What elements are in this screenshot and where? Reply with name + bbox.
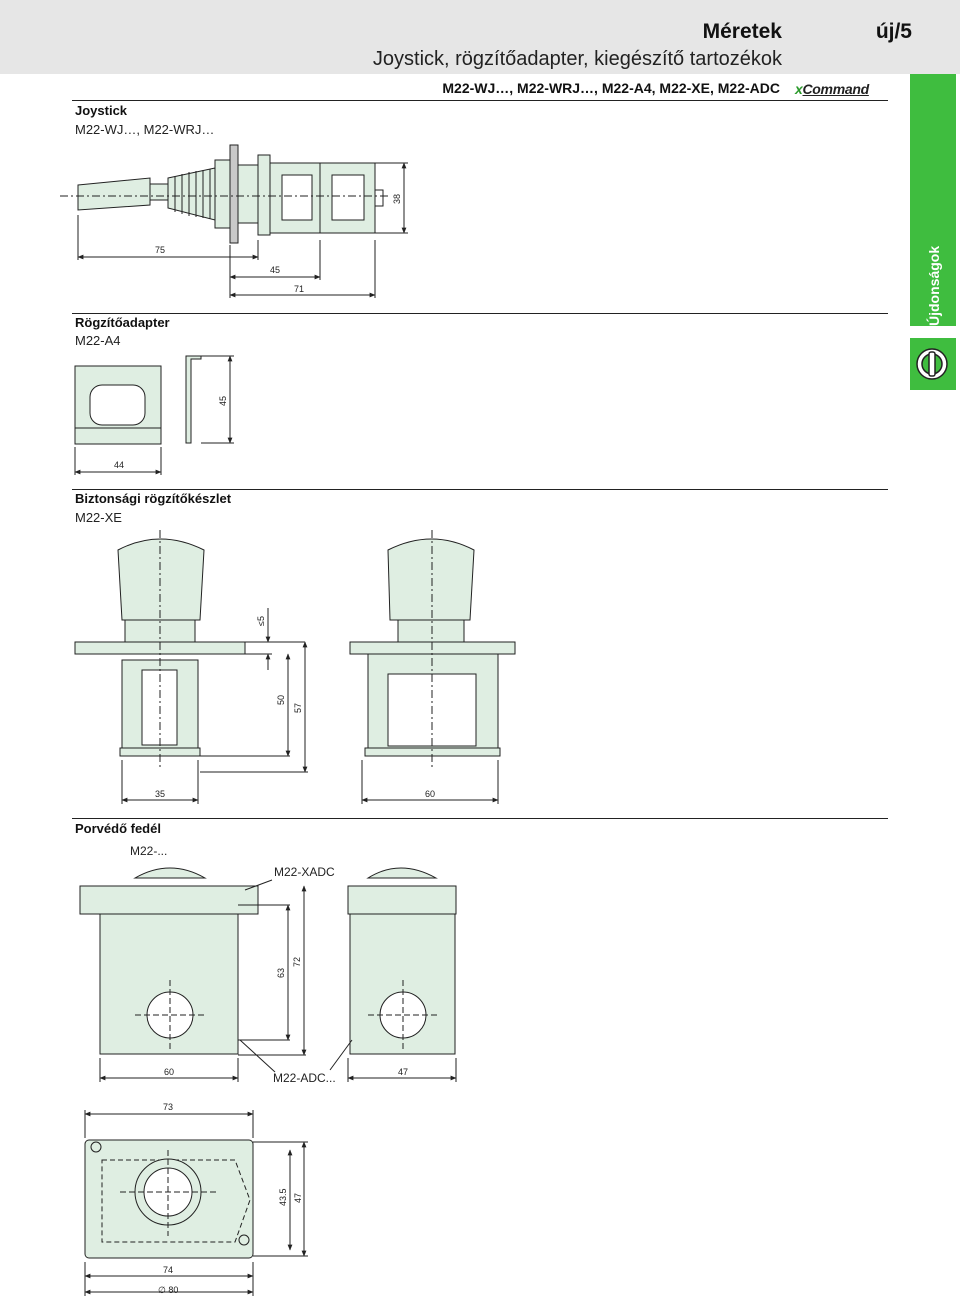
page-title: Méretek <box>702 20 782 43</box>
dim-joystick-75: 75 <box>155 245 165 255</box>
selector-switch-icon <box>910 338 956 390</box>
section-title-cover: Porvédő fedél <box>75 821 161 836</box>
product-codes: M22-WJ…, M22-WRJ…, M22-A4, M22-XE, M22-A… <box>442 80 780 96</box>
logo-command: Command <box>802 81 870 97</box>
safety-left-drawing <box>74 530 308 804</box>
dim-safety-60: 60 <box>425 789 435 799</box>
dim-safety-35: 35 <box>155 789 165 799</box>
dim-cover-47b: 47 <box>293 1193 303 1203</box>
section-rule <box>72 313 888 314</box>
label-m22-adc: M22-ADC... <box>273 1071 336 1085</box>
section-sub-safety: M22-XE <box>75 510 122 525</box>
dim-adapter-44: 44 <box>114 460 124 470</box>
section-title-safety: Biztonsági rögzítőkészlet <box>75 491 232 506</box>
dim-safety-50: 50 <box>276 695 286 705</box>
dim-joystick-71: 71 <box>294 284 304 294</box>
header-rule <box>72 100 888 101</box>
logo-x: x <box>795 81 803 97</box>
dim-safety-57: 57 <box>293 703 303 713</box>
xcommand-logo: xCommand <box>795 81 869 97</box>
cover-top-drawing <box>84 1110 308 1296</box>
dim-cover-74: 74 <box>163 1265 173 1275</box>
section-sub-adapter: M22-A4 <box>75 333 121 348</box>
dim-safety-le5: ≤5 <box>256 616 266 626</box>
dim-cover-63: 63 <box>276 968 286 978</box>
dim-cover-47: 47 <box>398 1067 408 1077</box>
dim-cover-72: 72 <box>292 957 302 967</box>
header-bar <box>0 0 960 74</box>
joystick-drawing <box>60 144 408 298</box>
dim-joystick-38: 38 <box>392 194 402 204</box>
cover-right-drawing <box>329 867 457 1082</box>
section-rule <box>72 818 888 819</box>
label-m22: M22-... <box>130 844 167 858</box>
label-m22-xadc: M22-XADC <box>274 865 335 879</box>
dim-adapter-45: 45 <box>218 396 228 406</box>
page-subtitle: Joystick, rögzítőadapter, kiegészítő tar… <box>372 48 782 70</box>
dim-cover-43-5: 43.5 <box>278 1188 288 1206</box>
dim-cover-73: 73 <box>163 1102 173 1112</box>
section-title-joystick: Joystick <box>75 103 128 118</box>
page-number: új/5 <box>875 20 912 43</box>
dim-joystick-45: 45 <box>270 265 280 275</box>
adapter-drawing <box>74 355 234 475</box>
section-sub-joystick: M22-WJ…, M22-WRJ… <box>75 122 215 137</box>
safety-right-drawing <box>349 530 516 804</box>
section-rule <box>72 489 888 490</box>
section-title-adapter: Rögzítőadapter <box>75 315 170 330</box>
cover-left-drawing <box>79 867 307 1082</box>
dim-cover-60: 60 <box>164 1067 174 1077</box>
dim-cover-d80: ∅ 80 <box>158 1285 178 1295</box>
side-tab <box>910 74 956 326</box>
